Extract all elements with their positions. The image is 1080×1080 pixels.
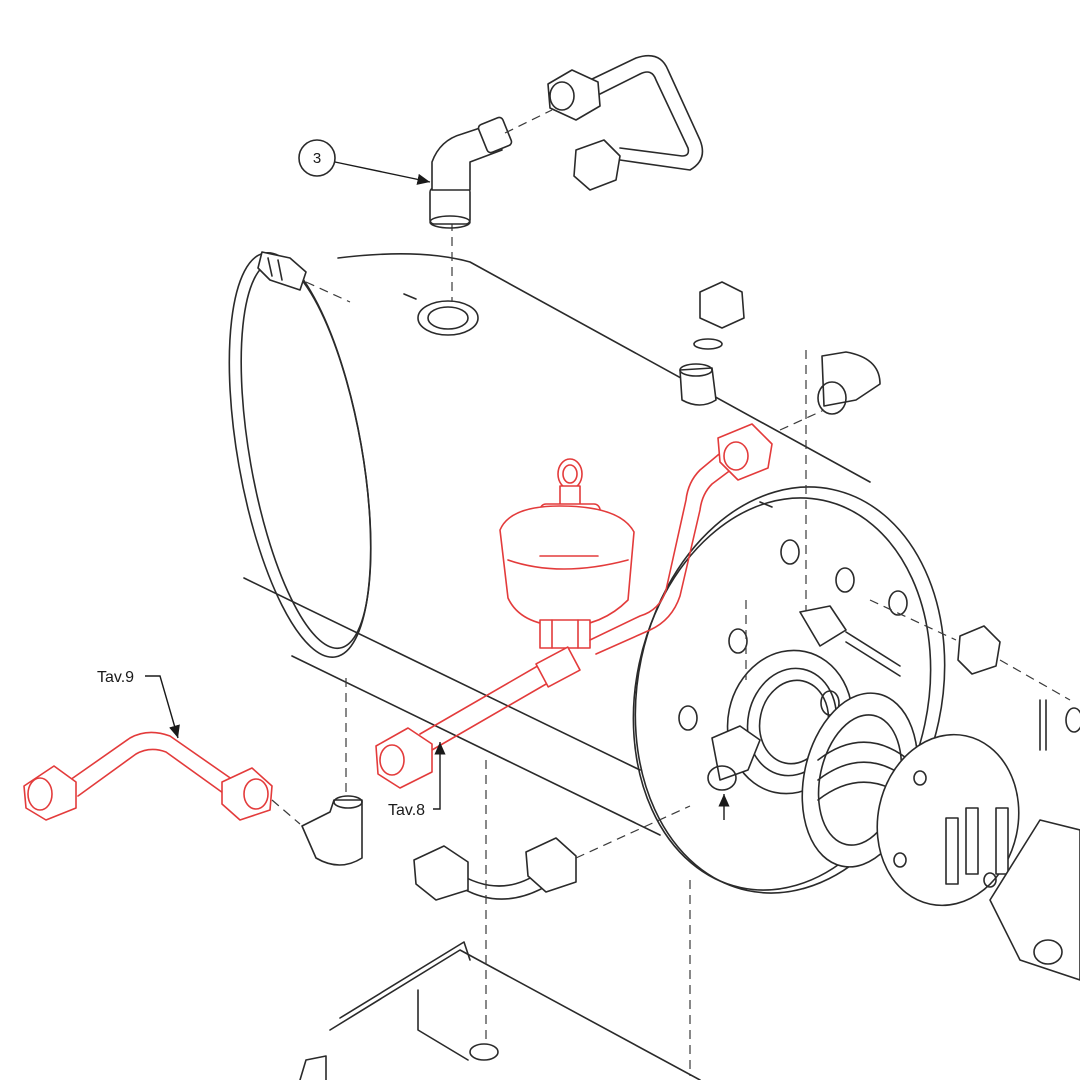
callout-circle <box>298 139 336 177</box>
top-port <box>417 222 479 336</box>
elbow-fitting-3 <box>429 109 553 229</box>
tav8-leader-arrow <box>433 742 446 810</box>
heating-element <box>801 692 1080 981</box>
right-elbow <box>779 350 881 620</box>
callout-leader-arrow <box>334 161 431 185</box>
callout-3: 3 <box>298 139 431 185</box>
flexible-hose <box>413 805 691 901</box>
label-tav8: Tav.8 <box>388 802 425 819</box>
label-tav9: Tav.9 <box>97 669 134 686</box>
callout-number: 3 <box>313 150 321 167</box>
inlet-nipple <box>257 251 351 303</box>
nut-and-seat <box>679 281 745 406</box>
safety-valve-highlighted <box>499 458 635 649</box>
pipe-tav8-highlighted <box>375 423 773 789</box>
pipe-tav9-highlighted <box>23 731 273 821</box>
probe-fittings <box>707 599 1080 791</box>
label-tav8-group: Tav.8 <box>388 742 446 819</box>
upper-pipe <box>547 54 704 191</box>
label-tav9-group: Tav.9 <box>97 669 180 739</box>
lower-elbow <box>271 678 363 866</box>
tav9-leader-arrow <box>145 675 180 739</box>
base-block <box>299 760 701 1080</box>
